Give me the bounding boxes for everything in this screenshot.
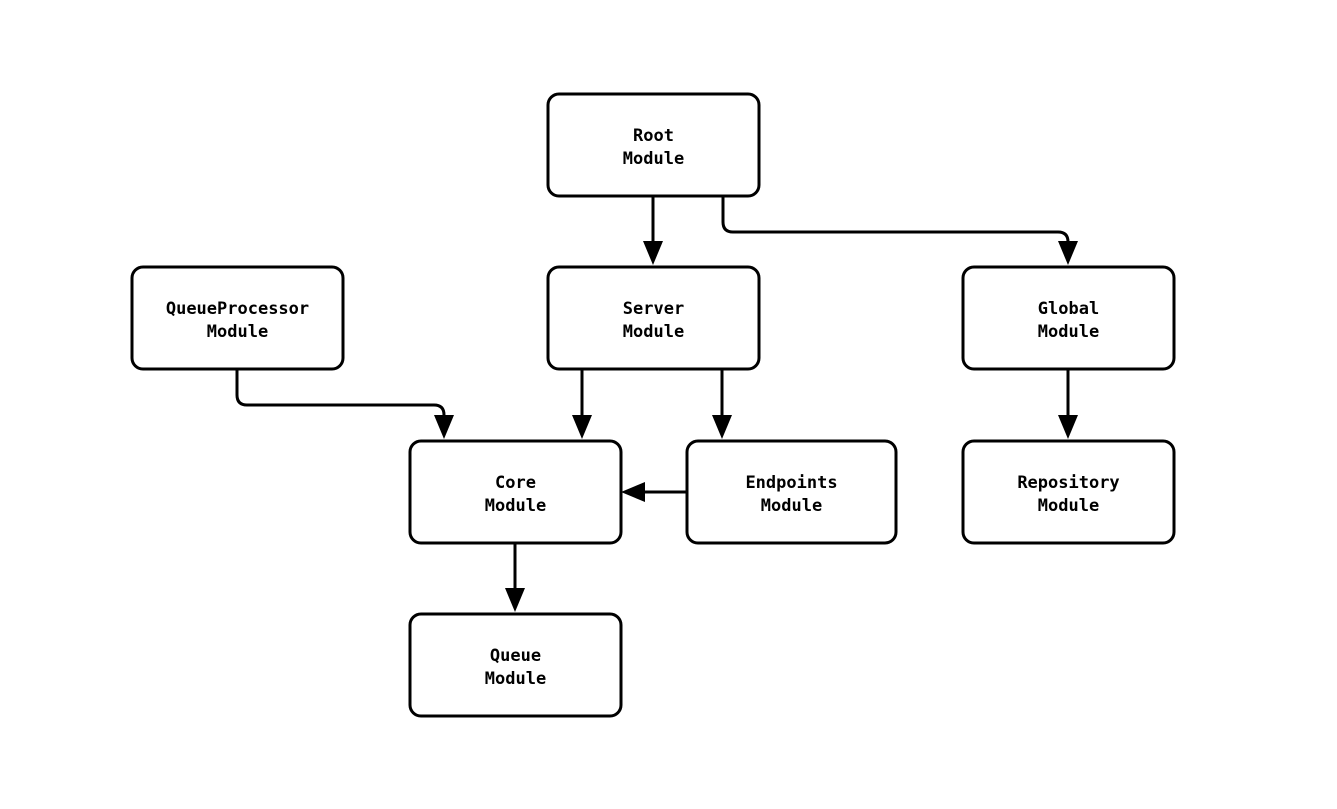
node-root-module-label-line1: Root (633, 126, 674, 146)
node-queue-module-label-line1: Queue (490, 646, 541, 666)
edge-queueprocessor-to-core-arrowhead (434, 415, 454, 439)
node-server-module-box[interactable] (546, 265, 761, 371)
edge-global-to-repository (1058, 369, 1078, 439)
node-core-module[interactable]: Core Module (408, 439, 623, 545)
edge-root-to-global-line (721, 196, 1070, 248)
edge-queueprocessor-to-core-line (235, 369, 446, 422)
node-root-module-box[interactable] (546, 92, 761, 198)
node-root-module[interactable]: Root Module (546, 92, 761, 198)
edge-global-to-repository-arrowhead (1058, 415, 1078, 439)
edge-core-to-queue-arrowhead (505, 588, 525, 612)
edge-server-to-core-arrowhead (572, 415, 592, 439)
node-core-module-label-line2: Module (485, 496, 546, 516)
edge-root-to-server (643, 196, 663, 265)
node-repository-module[interactable]: Repository Module (961, 439, 1176, 545)
node-endpoints-module-label-line1: Endpoints (745, 473, 837, 493)
node-repository-module-label-line1: Repository (1017, 473, 1119, 493)
edge-root-to-global (721, 196, 1078, 265)
node-queue-module-label-line2: Module (485, 669, 546, 689)
node-queue-module-box[interactable] (408, 612, 623, 718)
node-endpoints-module[interactable]: Endpoints Module (685, 439, 898, 545)
node-layer: Root Module QueueProcessor Module Server… (130, 92, 1176, 718)
node-queueprocessor-module-label-line2: Module (207, 322, 268, 342)
node-root-module-label-line2: Module (623, 149, 684, 169)
edge-endpoints-to-core (621, 482, 687, 502)
edge-layer (235, 196, 1078, 612)
node-server-module-label-line2: Module (623, 322, 684, 342)
node-endpoints-module-box[interactable] (685, 439, 898, 545)
edge-server-to-endpoints-arrowhead (712, 415, 732, 439)
node-server-module[interactable]: Server Module (546, 265, 761, 371)
edge-root-to-global-arrowhead (1058, 241, 1078, 265)
edge-server-to-endpoints (712, 369, 732, 439)
edge-endpoints-to-core-arrowhead (621, 482, 645, 502)
edge-queueprocessor-to-core (235, 369, 454, 439)
node-global-module-box[interactable] (961, 265, 1176, 371)
node-core-module-label-line1: Core (495, 473, 536, 493)
node-queueprocessor-module-label-line1: QueueProcessor (166, 299, 309, 319)
node-queueprocessor-module-box[interactable] (130, 265, 345, 371)
edge-root-to-server-arrowhead (643, 241, 663, 265)
node-server-module-label-line1: Server (623, 299, 684, 319)
node-endpoints-module-label-line2: Module (761, 496, 822, 516)
node-queueprocessor-module[interactable]: QueueProcessor Module (130, 265, 345, 371)
node-core-module-box[interactable] (408, 439, 623, 545)
node-global-module-label-line1: Global (1038, 299, 1099, 319)
node-global-module[interactable]: Global Module (961, 265, 1176, 371)
node-global-module-label-line2: Module (1038, 322, 1099, 342)
edge-server-to-core (572, 369, 592, 439)
node-repository-module-box[interactable] (961, 439, 1176, 545)
edge-core-to-queue (505, 543, 525, 612)
node-repository-module-label-line2: Module (1038, 496, 1099, 516)
node-queue-module[interactable]: Queue Module (408, 612, 623, 718)
